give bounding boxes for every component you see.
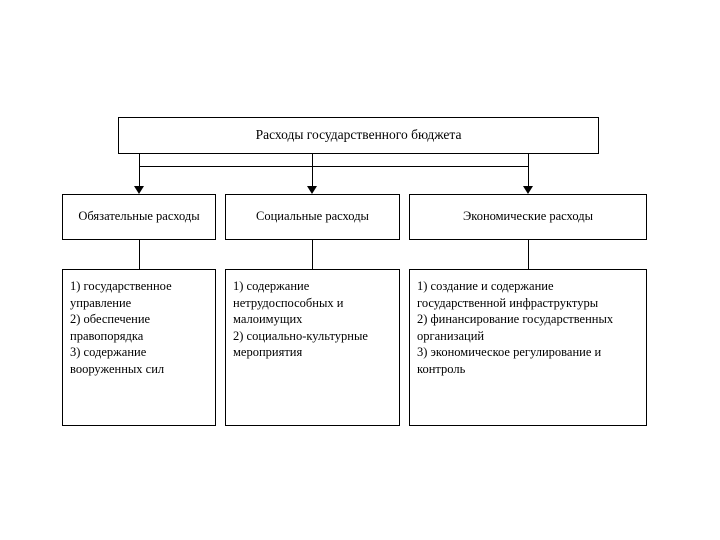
list-items-social: 1) содержание нетрудоспособных и малоиму… <box>233 279 368 359</box>
category-box-obligatory: Обязательные расходы <box>62 194 216 240</box>
category-label-obligatory: Обязательные расходы <box>78 209 200 224</box>
category-box-social: Социальные расходы <box>225 194 400 240</box>
connector-horizontal-main <box>139 166 529 167</box>
connector-cat-to-list-1 <box>139 240 140 269</box>
list-items-obligatory: 1) государственное управление 2) обеспеч… <box>70 279 172 376</box>
connector-vertical-right-riser <box>528 154 529 166</box>
category-label-economic: Экономические расходы <box>463 209 593 224</box>
list-box-obligatory: 1) государственное управление 2) обеспеч… <box>62 269 216 426</box>
list-box-economic: 1) создание и содержание государственной… <box>409 269 647 426</box>
list-items-economic: 1) создание и содержание государственной… <box>417 279 614 376</box>
connector-cat-to-list-3 <box>528 240 529 269</box>
arrow-head-2 <box>307 186 317 194</box>
connector-drop-2 <box>312 166 313 186</box>
connector-drop-1 <box>139 166 140 186</box>
category-label-social: Социальные расходы <box>256 209 369 224</box>
arrow-head-1 <box>134 186 144 194</box>
arrow-head-3 <box>523 186 533 194</box>
connector-vertical-mid-riser <box>312 154 313 166</box>
connector-vertical-left-riser <box>139 154 140 166</box>
list-box-social: 1) содержание нетрудоспособных и малоиму… <box>225 269 400 426</box>
connector-drop-3 <box>528 166 529 186</box>
category-box-economic: Экономические расходы <box>409 194 647 240</box>
diagram-title-box: Расходы государственного бюджета <box>118 117 599 154</box>
diagram-title: Расходы государственного бюджета <box>255 127 462 143</box>
connector-cat-to-list-2 <box>312 240 313 269</box>
